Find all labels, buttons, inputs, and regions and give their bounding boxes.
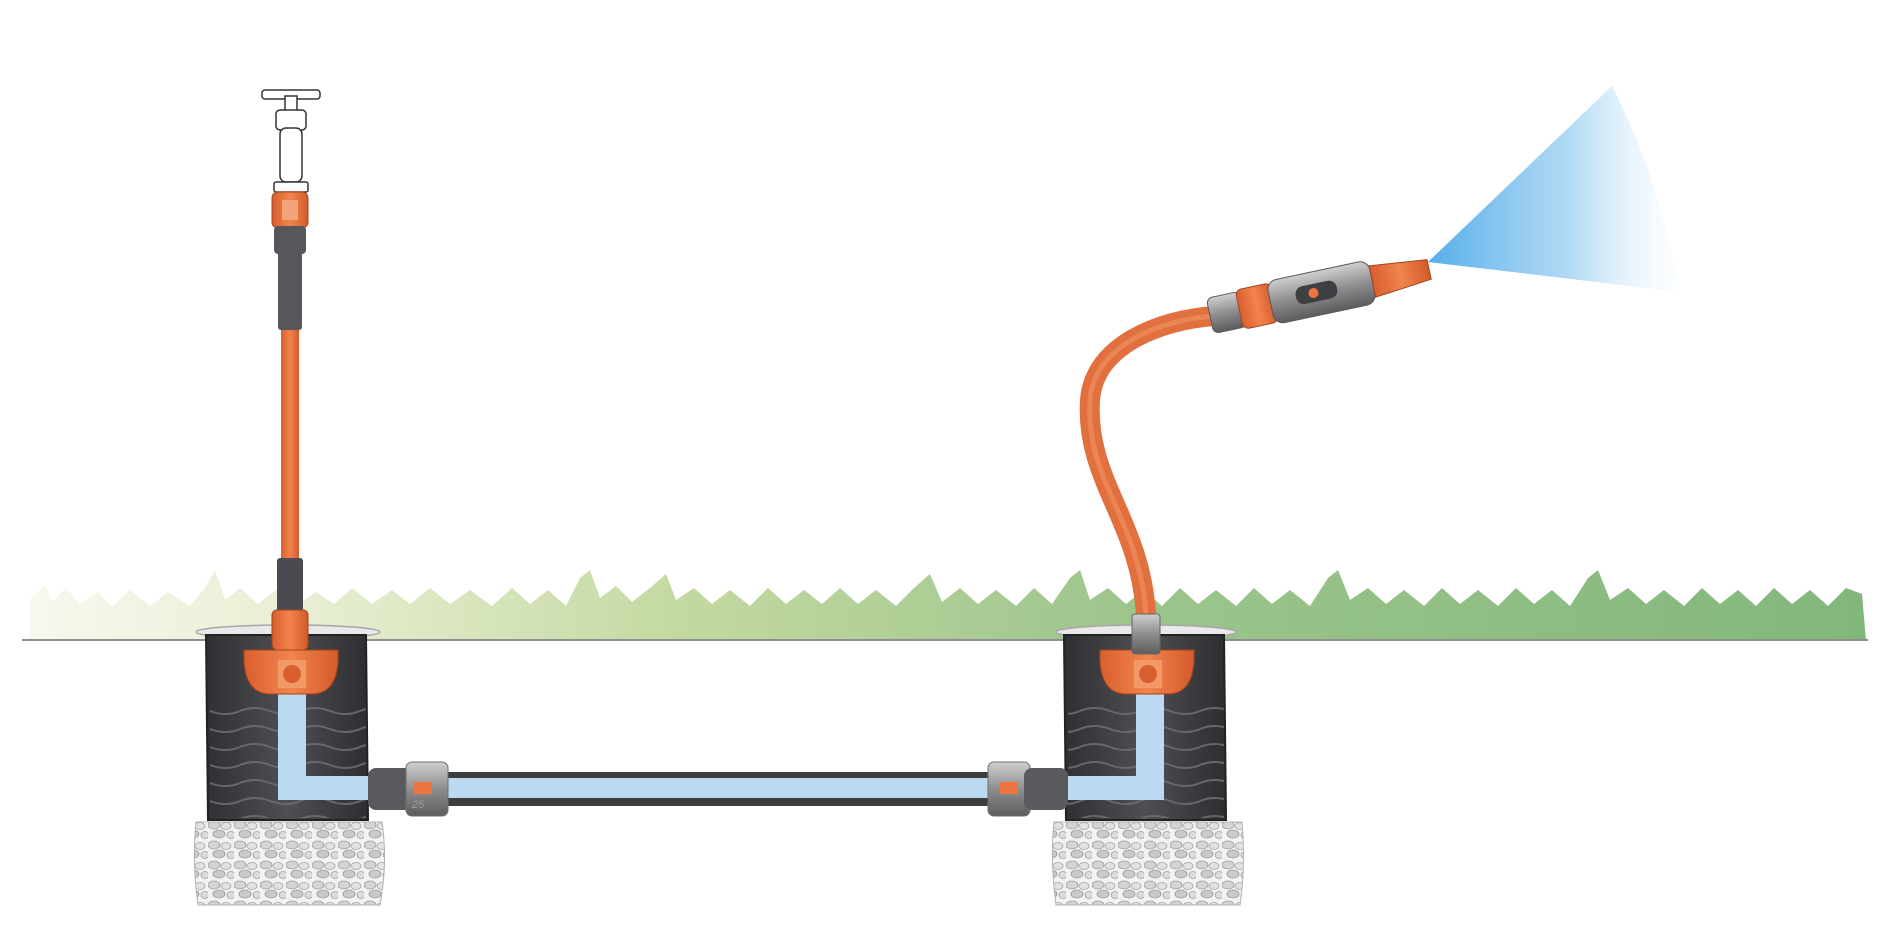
- gravel-left: [193, 821, 386, 906]
- pipe-size-label: 25: [411, 799, 425, 811]
- spray-nozzle-icon: [1206, 259, 1432, 333]
- underground-pipe: 25: [368, 761, 1068, 817]
- water-spray: [1428, 86, 1680, 292]
- water-channel-right: [1064, 690, 1164, 800]
- hose-connector-icon: [271, 191, 309, 330]
- hose-curved: [1079, 306, 1224, 655]
- grass: [30, 570, 1866, 640]
- pipe-coupling-right: [987, 761, 1068, 817]
- water-box-right: [1055, 624, 1237, 821]
- gravel-right: [1051, 821, 1245, 906]
- pipe-coupling-left: 25: [368, 761, 449, 817]
- hose-vertical: [271, 191, 309, 651]
- water-box-left: [195, 624, 381, 821]
- water-channel-left: [278, 690, 368, 800]
- tap-icon: [261, 89, 321, 193]
